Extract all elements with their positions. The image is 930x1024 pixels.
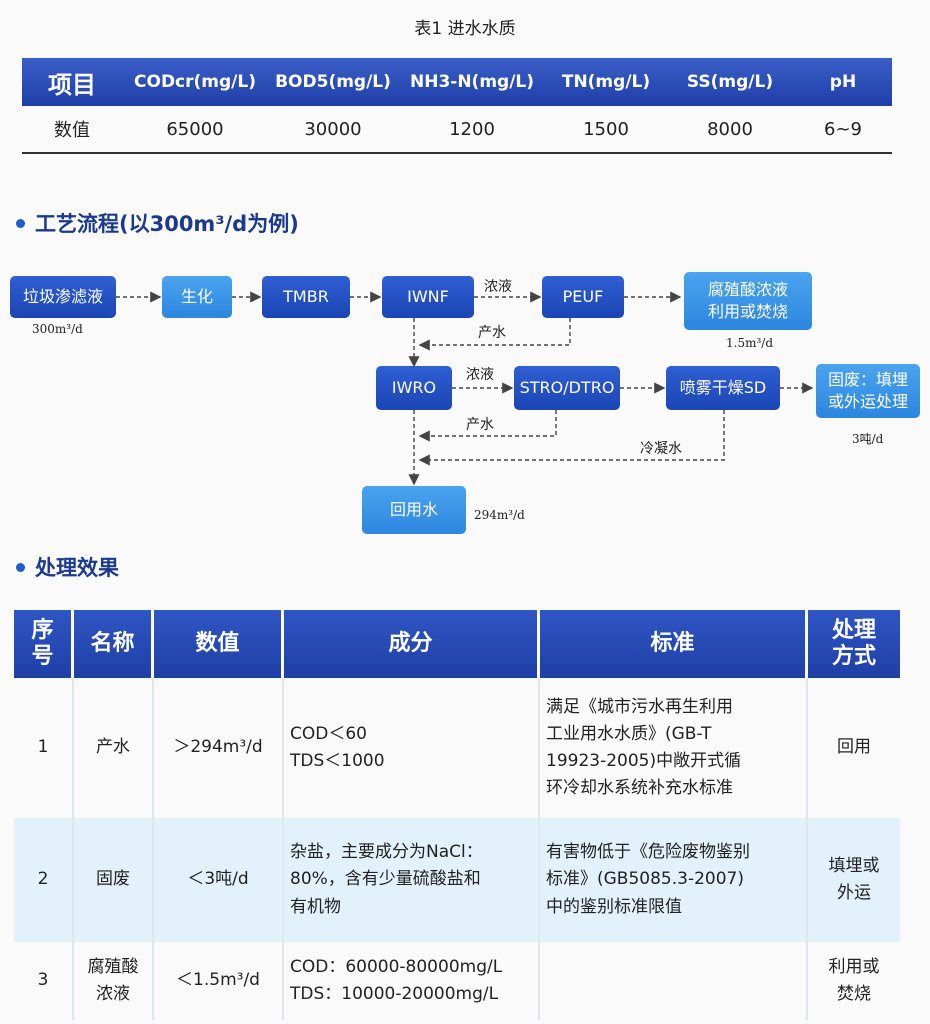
table-row: 2 固废 ＜3吨/d 杂盐，主要成分为NaCl： 80%，含有少量硫酸盐和 有机… <box>14 818 900 942</box>
note-solid: 3吨/d <box>852 432 884 446</box>
node-iwnf: IWNF <box>382 276 474 318</box>
table1-cell-label: 数值 <box>22 106 122 154</box>
row3-method: 利用或 焚烧 <box>828 956 880 1004</box>
section-process-heading: 工艺流程(以300m³/d为例) <box>16 208 299 238</box>
row3-value: ＜1.5m³/d <box>154 942 284 1020</box>
row1-no: 1 <box>14 678 74 818</box>
table1-cell-nh3n: 1200 <box>398 106 546 154</box>
influent-quality-table: 项目 CODcr(mg/L) BOD5(mg/L) NH3-N(mg/L) TN… <box>22 58 892 154</box>
table1-header-ss: SS(mg/L) <box>666 58 794 106</box>
label-condensate: 冷凝水 <box>640 441 682 457</box>
bullet-dot-icon <box>16 562 25 572</box>
row2-value: ＜3吨/d <box>154 818 284 942</box>
table-row: 3 腐殖酸 浓液 ＜1.5m³/d COD：60000-80000mg/L TD… <box>14 942 900 1020</box>
arrow-n8-return <box>418 410 557 442</box>
node-humic-concentrate: 腐殖酸浓液 利用或焚烧 <box>684 272 812 330</box>
node-leachate: 垃圾渗滤液 <box>10 276 116 318</box>
node-stro-dtro: STRO/DTRO <box>514 366 620 410</box>
arrow-n9-condensate <box>418 410 725 466</box>
row3-standard <box>540 942 808 1020</box>
label-product-1: 产水 <box>478 325 506 341</box>
table2-header-name: 名称 <box>74 610 154 678</box>
table2-header-standard: 标准 <box>540 610 808 678</box>
note-humic: 1.5m³/d <box>726 336 773 350</box>
table1-cell-tn: 1500 <box>546 106 666 154</box>
table1-cell-cod: 65000 <box>122 106 268 154</box>
arrow-n5-return <box>418 318 571 351</box>
table1-header-cod: CODcr(mg/L) <box>122 58 268 106</box>
row2-standard: 有害物低于《危险废物鉴别 标准》(GB5085.3-2007) 中的鉴别标准限值 <box>540 818 808 942</box>
note-reuse: 294m³/d <box>474 508 525 522</box>
process-flow-diagram: 垃圾渗滤液 生化 TMBR IWNF PEUF 腐殖酸浓液 利用或焚烧 IWRO… <box>0 258 930 548</box>
row2-name: 固废 <box>74 818 154 942</box>
table1-cell-ss: 8000 <box>666 106 794 154</box>
table1-header-item: 项目 <box>22 58 122 106</box>
section-process-title: 工艺流程(以300m³/d为例) <box>35 212 299 236</box>
table1-header-tn: TN(mg/L) <box>546 58 666 106</box>
section-effect-title: 处理效果 <box>35 556 119 580</box>
node-spray-dry: 喷雾干燥SD <box>666 366 780 410</box>
section-effect-heading: 处理效果 <box>16 552 119 582</box>
row3-name: 腐殖酸 浓液 <box>74 942 154 1020</box>
note-inflow: 300m³/d <box>32 322 83 336</box>
row1-standard: 满足《城市污水再生利用 工业用水水质》(GB-T 19923-2005)中敞开式… <box>540 678 808 818</box>
row2-composition: 杂盐，主要成分为NaCl： 80%，含有少量硫酸盐和 有机物 <box>284 818 540 942</box>
label-concentrate-1: 浓液 <box>484 279 512 295</box>
table1-header-bod: BOD5(mg/L) <box>268 58 398 106</box>
row1-value: ＞294m³/d <box>154 678 284 818</box>
node-peuf: PEUF <box>542 276 624 318</box>
node-reuse-water: 回用水 <box>362 486 466 534</box>
table2-header-no: 序 号 <box>14 610 74 678</box>
label-product-2: 产水 <box>466 417 494 433</box>
table1-caption: 表1 进水水质 <box>414 19 516 39</box>
treatment-effect-table: 序 号 名称 数值 成分 标准 处理 方式 1 产水 ＞294m³/d COD＜… <box>14 610 900 1020</box>
table1-cell-bod: 30000 <box>268 106 398 154</box>
table2-header-value: 数值 <box>154 610 284 678</box>
row1-composition: COD＜60 TDS＜1000 <box>284 678 540 818</box>
node-biochem: 生化 <box>162 276 232 318</box>
row1-method: 回用 <box>837 737 871 758</box>
table2-header-method: 处理 方式 <box>808 610 900 678</box>
row3-no: 3 <box>14 942 74 1020</box>
row2-no: 2 <box>14 818 74 942</box>
table1-header-nh3n: NH3-N(mg/L) <box>398 58 546 106</box>
table2-header-composition: 成分 <box>284 610 540 678</box>
flow-connectors <box>116 291 814 486</box>
row2-method: 填埋或 外运 <box>808 818 900 942</box>
row3-composition: COD：60000-80000mg/L TDS：10000-20000mg/L <box>284 942 540 1020</box>
table1-header-ph: pH <box>794 58 892 106</box>
table1-cell-ph: 6~9 <box>794 106 892 154</box>
table-row: 1 产水 ＞294m³/d COD＜60 TDS＜1000 满足《城市污水再生利… <box>14 678 900 818</box>
node-solid-waste: 固废：填埋 或外运处理 <box>816 364 920 418</box>
bullet-dot-icon <box>16 218 25 228</box>
node-tmbr: TMBR <box>262 276 350 318</box>
node-iwro: IWRO <box>376 366 452 410</box>
row1-name: 产水 <box>74 678 154 818</box>
label-concentrate-2: 浓液 <box>466 367 494 383</box>
